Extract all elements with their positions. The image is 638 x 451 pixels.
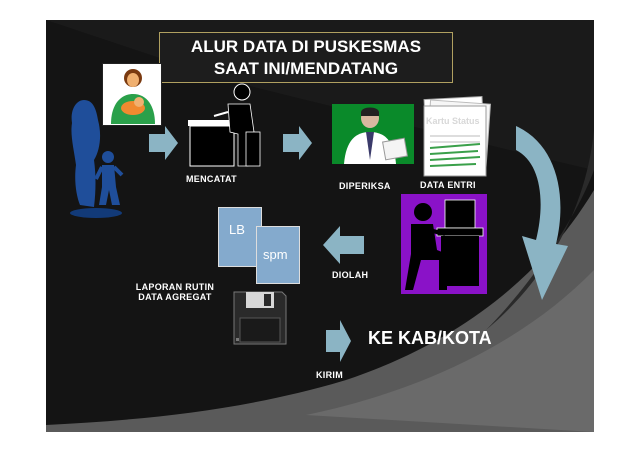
mother-child-icon	[102, 63, 162, 126]
label-diperiksa: DIPERIKSA	[339, 181, 391, 191]
computer-operator-icon	[401, 194, 487, 294]
laporan-line-1: LAPORAN RUTIN	[135, 282, 215, 292]
slide: ALUR DATA DI PUSKESMAS SAAT INI/MENDATAN…	[46, 20, 594, 432]
arrow-to-reports	[323, 226, 364, 264]
arrow-to-mencatat	[149, 126, 178, 160]
title-line-2: SAAT INI/MENDATANG	[213, 59, 399, 78]
doctor-icon	[332, 104, 414, 164]
spm-text: spm	[263, 247, 288, 262]
paper-stack-icon	[423, 96, 491, 177]
lb-text: LB	[229, 222, 245, 237]
arrow-to-kab-kota	[326, 320, 351, 362]
label-diolah: DIOLAH	[332, 270, 369, 280]
patient-silhouette-icon	[70, 100, 124, 218]
label-laporan: LAPORAN RUTIN DATA AGREGAT	[130, 282, 220, 302]
label-kirim: KIRIM	[316, 370, 343, 380]
title-line-1: ALUR DATA DI PUSKESMAS	[190, 37, 422, 56]
curved-arrow-down	[516, 126, 568, 300]
title-box: ALUR DATA DI PUSKESMAS SAAT INI/MENDATAN…	[159, 32, 453, 83]
floppy-disk-icon	[233, 291, 287, 345]
spm-document: spm	[256, 226, 300, 284]
clerk-desk-icon	[188, 83, 261, 167]
label-data-entri: DATA ENTRI	[420, 180, 476, 190]
lb-document: LB	[218, 207, 262, 267]
kartu-status-text: Kartu Status	[426, 116, 480, 126]
label-ke-kab-kota: KE KAB/KOTA	[368, 328, 492, 348]
laporan-line-2: DATA AGREGAT	[138, 292, 212, 302]
label-mencatat: MENCATAT	[186, 174, 237, 184]
arrow-to-diperiksa	[283, 126, 312, 160]
